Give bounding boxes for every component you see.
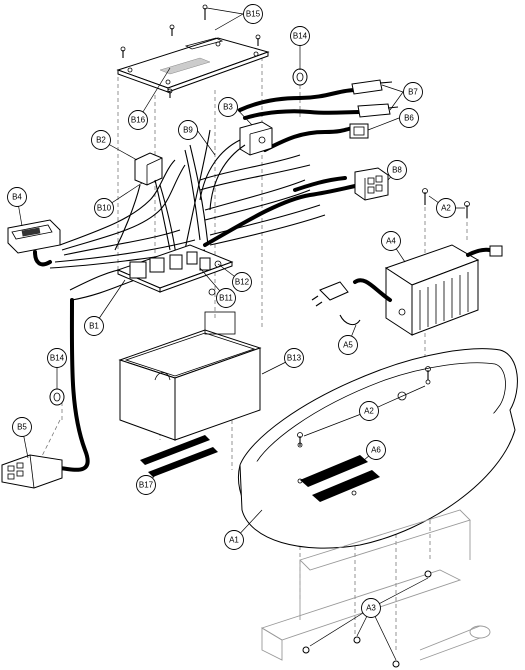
callout-B17: B17 (136, 475, 156, 495)
callout-label: B12 (235, 278, 250, 287)
callout-label: B8 (392, 166, 402, 175)
callout-B15: B15 (243, 4, 263, 24)
callout-label: A1 (229, 536, 239, 545)
callout-label: B3 (223, 103, 233, 112)
callout-B16: B16 (128, 110, 148, 130)
callout-A6: A6 (366, 440, 386, 460)
callout-B8: B8 (387, 160, 407, 180)
callout-label: A2 (364, 407, 374, 416)
callout-A1: A1 (224, 530, 244, 550)
callout-B10: B10 (94, 198, 114, 218)
callout-label: B13 (287, 354, 302, 363)
callout-label: B9 (183, 126, 193, 135)
callout-B5: B5 (12, 417, 32, 437)
callout-label: B17 (139, 481, 154, 490)
grommet-top (292, 68, 308, 86)
tray-screws (297, 366, 431, 446)
callout-B2: B2 (91, 130, 111, 150)
callout-B13: B13 (284, 348, 304, 368)
callout-B7: B7 (403, 82, 423, 102)
circuit-board-b1 (116, 244, 234, 296)
callout-label: B2 (96, 136, 106, 145)
callout-B3: B3 (218, 97, 238, 117)
callout-label: B11 (219, 294, 233, 303)
b6-cable (263, 123, 369, 152)
callout-label: B14 (50, 354, 65, 363)
plate-screws (120, 4, 261, 98)
gauge-b4 (7, 219, 61, 267)
callout-label: B10 (97, 204, 112, 213)
callout-label: A2 (441, 204, 451, 213)
callout-label: B5 (17, 423, 27, 432)
callout-B9: B9 (178, 120, 198, 140)
callout-A4: A4 (381, 231, 401, 251)
a3-hardware (302, 570, 432, 668)
relay-b3 (239, 121, 273, 156)
frame-rails (260, 509, 491, 661)
callout-label: A4 (386, 237, 396, 246)
battery-box-b13 (118, 311, 262, 441)
callout-label: B16 (131, 116, 146, 125)
callout-A3: A3 (361, 598, 381, 618)
leader-lines (16, 7, 465, 661)
callout-A5: A5 (338, 335, 358, 355)
callout-label: B4 (12, 193, 22, 202)
velcro-strips-a6 (300, 455, 380, 502)
b8-cable (203, 167, 389, 247)
main-wiring-harness (49, 129, 326, 301)
callout-label: A6 (371, 446, 381, 455)
b7-cables (238, 79, 399, 120)
callout-label: B7 (408, 88, 418, 97)
callout-B14-top: B14 (290, 26, 310, 46)
callout-B6: B6 (399, 108, 419, 128)
callout-B14-left: B14 (47, 348, 67, 368)
callout-B1: B1 (84, 316, 104, 336)
grommet-left (49, 388, 65, 406)
callout-B4: B4 (7, 187, 27, 207)
callout-label: B1 (89, 322, 99, 331)
callout-label: B6 (404, 114, 414, 123)
callout-B11: B11 (216, 288, 236, 308)
control-board-plate (116, 37, 270, 93)
callout-A2-tray: A2 (359, 401, 379, 421)
callout-label: A3 (366, 604, 376, 613)
velcro-strips-b17 (140, 435, 218, 477)
breaker-b2 (134, 152, 163, 186)
callout-label: B14 (293, 32, 308, 41)
callout-label: B15 (246, 10, 261, 19)
connector-b5 (1, 298, 90, 489)
callout-label: A5 (343, 341, 353, 350)
charger-screws (422, 188, 470, 218)
callout-B12: B12 (232, 272, 252, 292)
callout-A2-charger: A2 (436, 198, 456, 218)
charger-a4 (311, 244, 503, 336)
